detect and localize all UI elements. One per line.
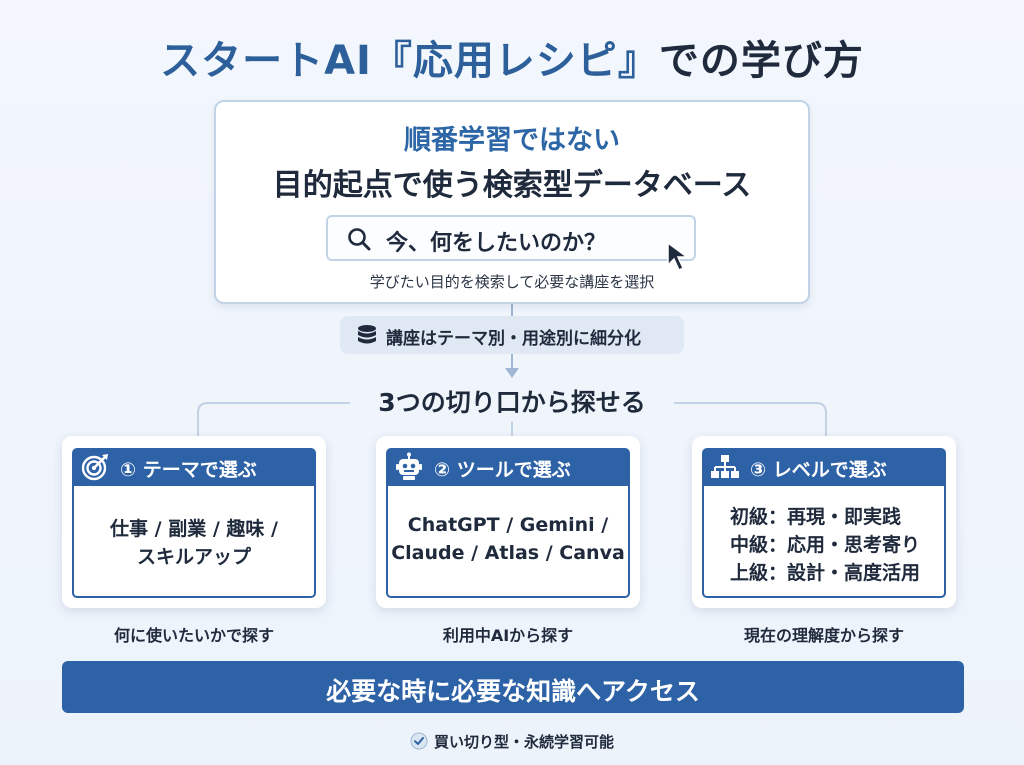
card-header-label: ② ツールで選ぶ	[434, 459, 571, 481]
card-header-label: ③ レベルで選ぶ	[750, 459, 887, 481]
card-header: ① テーマで選ぶ	[72, 448, 316, 486]
robot-icon	[396, 452, 422, 480]
search-caption: 学びたい目的を検索して必要な講座を選択	[369, 273, 655, 291]
card-body: 初級：再現・即実践 中級：応用・思考寄り 上級：設計・高度活用	[702, 486, 946, 598]
card-body: 仕事 / 副業 / 趣味 / スキルアップ	[72, 486, 316, 598]
card-body-line: Claude / Atlas / Canva	[391, 542, 625, 564]
card-body-line: 中級：応用・思考寄り	[730, 534, 921, 556]
card-header: ③ レベルで選ぶ	[702, 448, 946, 486]
footnote: 買い切り型・永続学習可能	[0, 731, 1024, 752]
access-banner-text: 必要な時に必要な知識へアクセス	[326, 677, 700, 706]
card-body-line: ChatGPT / Gemini /	[407, 514, 609, 536]
card-header-label: ① テーマで選ぶ	[120, 459, 257, 481]
check-circle-icon	[410, 732, 428, 750]
search-query-text: 今、何をしたいのか？	[386, 231, 607, 256]
card-header: ② ツールで選ぶ	[386, 448, 630, 486]
intro-line-1: 順番学習ではない	[404, 125, 620, 156]
card-body-line: 初級：再現・即実践	[730, 506, 902, 528]
intro-box: 順番学習ではない 目的起点で使う検索型データベース 今、何をしたいのか？ 学びた…	[214, 100, 810, 304]
card-theme[interactable]: ① テーマで選ぶ 仕事 / 副業 / 趣味 / スキルアップ	[62, 436, 326, 608]
card-body-line: スキルアップ	[136, 546, 251, 568]
three-ways-title: 3つの切り口から探せる	[378, 388, 646, 417]
page-title: スタートAI『応用レシピ』での学び方	[160, 38, 864, 84]
footnote-text: 買い切り型・永続学習可能	[433, 733, 614, 751]
access-banner: 必要な時に必要な知識へアクセス	[62, 661, 964, 713]
categorization-label: 講座はテーマ別・用途別に細分化	[386, 329, 641, 349]
hierarchy-icon	[711, 455, 739, 478]
card-body-line: 仕事 / 副業 / 趣味 /	[110, 518, 278, 540]
intro-line-2: 目的起点で使う検索型データベース	[272, 168, 752, 203]
cursor-icon	[667, 241, 690, 272]
card-body-line: 上級：設計・高度活用	[730, 562, 921, 584]
categorization-pill: 講座はテーマ別・用途別に細分化	[340, 316, 684, 354]
card-body: ChatGPT / Gemini / Claude / Atlas / Canv…	[386, 486, 630, 598]
card-tool[interactable]: ② ツールで選ぶ ChatGPT / Gemini / Claude / Atl…	[376, 436, 640, 608]
card-level[interactable]: ③ レベルで選ぶ 初級：再現・即実践 中級：応用・思考寄り 上級：設計・高度活用	[692, 436, 956, 608]
target-icon	[81, 454, 108, 481]
card-level-caption: 現在の理解度から探す	[743, 626, 904, 645]
search-bar[interactable]: 今、何をしたいのか？	[326, 215, 696, 272]
card-tool-caption: 利用中AIから探す	[442, 626, 574, 645]
database-icon	[358, 325, 376, 344]
search-icon	[348, 228, 371, 251]
card-theme-caption: 何に使いたいかで探す	[113, 626, 274, 645]
